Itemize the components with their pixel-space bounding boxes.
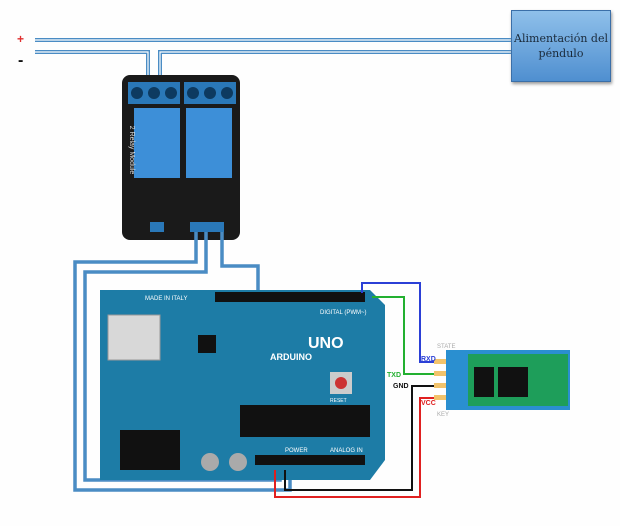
- minus-label: -: [18, 52, 24, 69]
- relay-module: 2 Relay Module: [122, 75, 240, 240]
- relay-label: 2 Relay Module: [128, 126, 135, 175]
- power-supply-label: Alimentación del péndulo: [514, 32, 608, 60]
- txd-label: TXD: [387, 372, 401, 379]
- arduino-uno: MADE IN ITALY ARDUINO UNO DIGITAL (PWM~)…: [100, 290, 385, 480]
- state-label: STATE: [437, 344, 455, 350]
- gnd-label: GND: [393, 383, 409, 390]
- key-label: KEY: [437, 412, 449, 418]
- usb-port: [107, 314, 161, 361]
- vcc-wire: [274, 397, 440, 498]
- plus-label: +: [17, 32, 25, 46]
- brand-label: ARDUINO: [270, 352, 312, 362]
- rxd-label: RXD: [421, 356, 436, 363]
- tx-wire: [372, 296, 440, 375]
- vcc-label: VCC: [421, 400, 436, 407]
- supply-wires: [35, 38, 512, 78]
- bluetooth-module: RXD TXD GND VCC STATE KEY: [387, 344, 570, 418]
- model-label: UNO: [308, 335, 344, 352]
- digital-label: DIGITAL (PWM~): [320, 310, 367, 316]
- dc-jack: [120, 430, 180, 470]
- reset-label: RESET: [330, 398, 347, 404]
- power-label: POWER: [285, 448, 308, 454]
- power-supply-box: Alimentación del péndulo: [511, 10, 611, 82]
- analog-label: ANALOG IN: [330, 448, 363, 454]
- gnd-wire: [284, 385, 440, 491]
- rx-wire: [361, 282, 440, 363]
- made-in-label: MADE IN ITALY: [145, 296, 187, 302]
